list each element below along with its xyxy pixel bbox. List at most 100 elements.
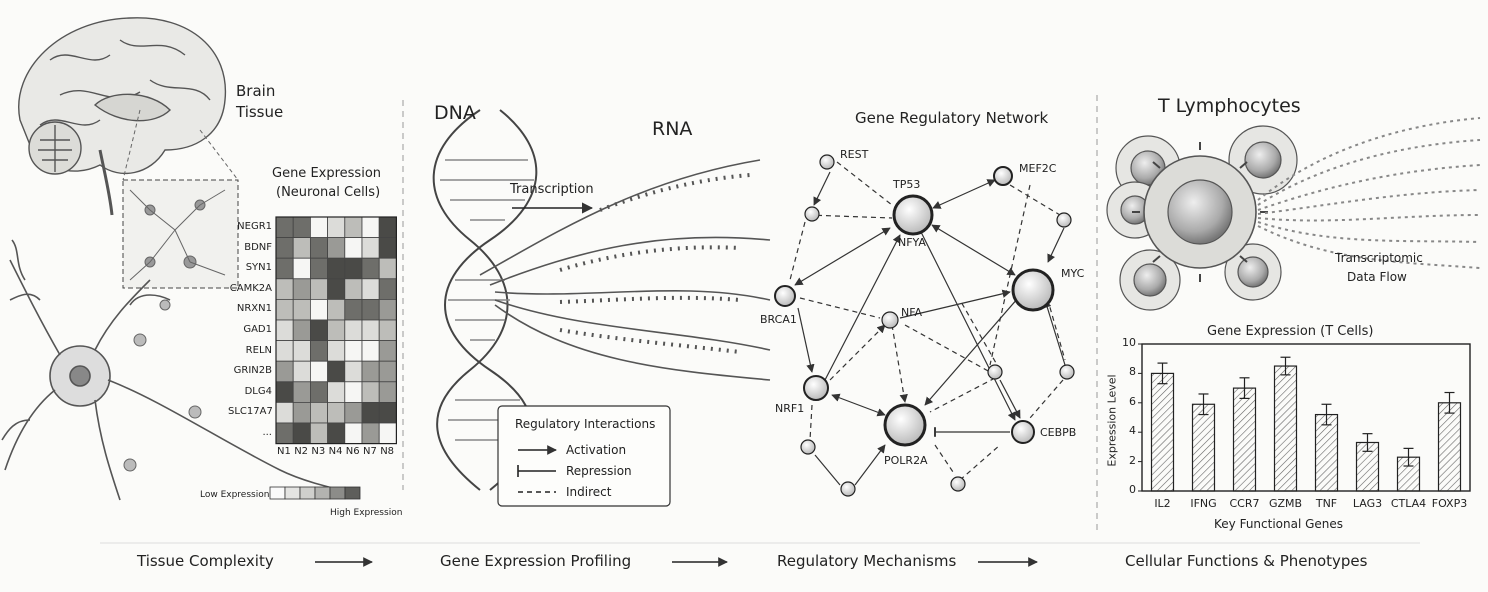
node-label-polr2a: POLR2A [884,454,928,467]
brain-title-2: Tissue [236,103,284,121]
heatmap-cell [275,257,294,280]
node-label-rest: REST [840,148,869,161]
legend-repression: Repression [566,464,632,478]
heatmap-cell [292,340,311,362]
x-tick-label: GZMB [1268,497,1303,510]
heatmap-cell [361,401,380,424]
heatmap-cell [309,278,328,300]
scale-swatch [269,486,286,500]
heatmap-cell-label: N8 [380,446,395,457]
heatmap-cell [361,216,380,239]
network-nodes [774,154,1075,497]
heatmap-cell [378,422,397,445]
dna-label: DNA [434,102,476,124]
heatmap-cell [309,381,328,403]
heatmap-cell [292,360,311,383]
heatmap-cell [327,237,346,259]
expression-scale-bar [269,486,361,500]
heatmap-cell [344,401,363,424]
heatmap-cell [344,360,363,383]
heatmap-cell-label: N7 [363,446,377,457]
heatmap-cell-label: N6 [345,446,360,457]
transcription-label: Transcription [510,182,594,197]
flow-label-1: Transcriptomic [1335,251,1423,265]
heatmap-cell [378,319,397,342]
heatmap-gene-label: BDNF [244,241,272,253]
x-tick-label: IFNG [1190,497,1217,510]
heatmap-cell [344,216,363,239]
heatmap-cell [292,278,311,300]
heatmap-gene-label: RELN [245,344,272,356]
brain-illustration [18,17,227,216]
heatmap-gene-label: NEGR1 [237,221,272,232]
y-tick-label: 0 [1129,483,1136,496]
y-tick-label: 8 [1129,365,1136,379]
heatmap-cell [327,319,346,342]
heatmap-gene-label: NRXN1 [236,303,272,315]
heatmap-cell [327,216,346,239]
legend-activation: Activation [566,443,627,457]
node-label-brca1: BRCA1 [760,313,797,326]
scale-swatch [329,486,346,500]
heatmap-cell [275,340,294,362]
rna-strands [479,159,771,381]
heatmap-cell [327,360,346,383]
heatmap-cell [327,257,346,280]
heatmap-cell [309,216,328,239]
heatmap-cell [327,401,346,424]
heatmap-cell [361,257,380,280]
legend-indirect: Indirect [566,485,612,499]
heatmap-cell [378,401,397,424]
heatmap-cell [344,340,363,362]
node-label-tp53: TP53 [893,178,921,191]
t-cell-bar-chart [1138,343,1471,492]
heatmap-cell [378,298,397,321]
bar-il2 [1150,372,1175,492]
heatmap-gene-label: GAD1 [243,324,272,335]
heatmap-cell [309,319,328,342]
node-label-mef2c: MEF2C [1019,162,1057,175]
heatmap-cell [275,319,294,342]
heatmap-cell [344,257,363,280]
y-tick-label: 2 [1129,453,1136,467]
scale-swatch [284,486,301,500]
bar-foxp3 [1437,402,1462,492]
heatmap-cell [275,401,294,424]
heatmap-cell [292,401,311,424]
heatmap-cell [361,340,380,362]
legend-title: Regulatory Interactions [515,417,656,431]
y-tick-label: 6 [1129,394,1136,408]
x-tick-label: IL2 [1154,497,1171,510]
bar-ccr7 [1232,387,1257,492]
heatmap-cell [292,257,311,280]
heatmap-cell [309,360,328,383]
heatmap-cell [275,381,294,403]
y-tick-label: 4 [1129,424,1136,438]
heatmap-gene-label: SLC17A7 [228,406,273,418]
heatmap-cell [327,381,346,403]
heatmap-cell-label: N3 [311,446,326,457]
heatmap-cell [292,319,311,342]
heatmap-cell [275,298,294,321]
heatmap-cell [361,422,380,445]
heatmap-cell [292,422,311,445]
heatmap-gene-label: DLG4 [244,385,272,397]
heatmap-cell [378,340,397,362]
heatmap-cell [378,216,397,239]
expression-heatmap [275,216,398,445]
heatmap-gene-label: GRIN2B [233,365,272,377]
network-title: Gene Regulatory Network [855,109,1049,127]
footer-step-1: Tissue Complexity [137,552,274,570]
heatmap-cell [378,278,397,300]
heatmap-cell [378,237,397,259]
heatmap-cell [275,237,294,259]
t-cell-cluster [1106,125,1298,311]
heatmap-cell [361,237,380,259]
heatmap-cell [344,278,363,300]
heatmap-gene-label: SYN1 [245,262,272,274]
heatmap-cell [275,278,294,300]
node-label-nrf1: NRF1 [775,402,805,415]
heatmap-cell [378,381,397,403]
heatmap-gene-label: ... [262,427,272,438]
